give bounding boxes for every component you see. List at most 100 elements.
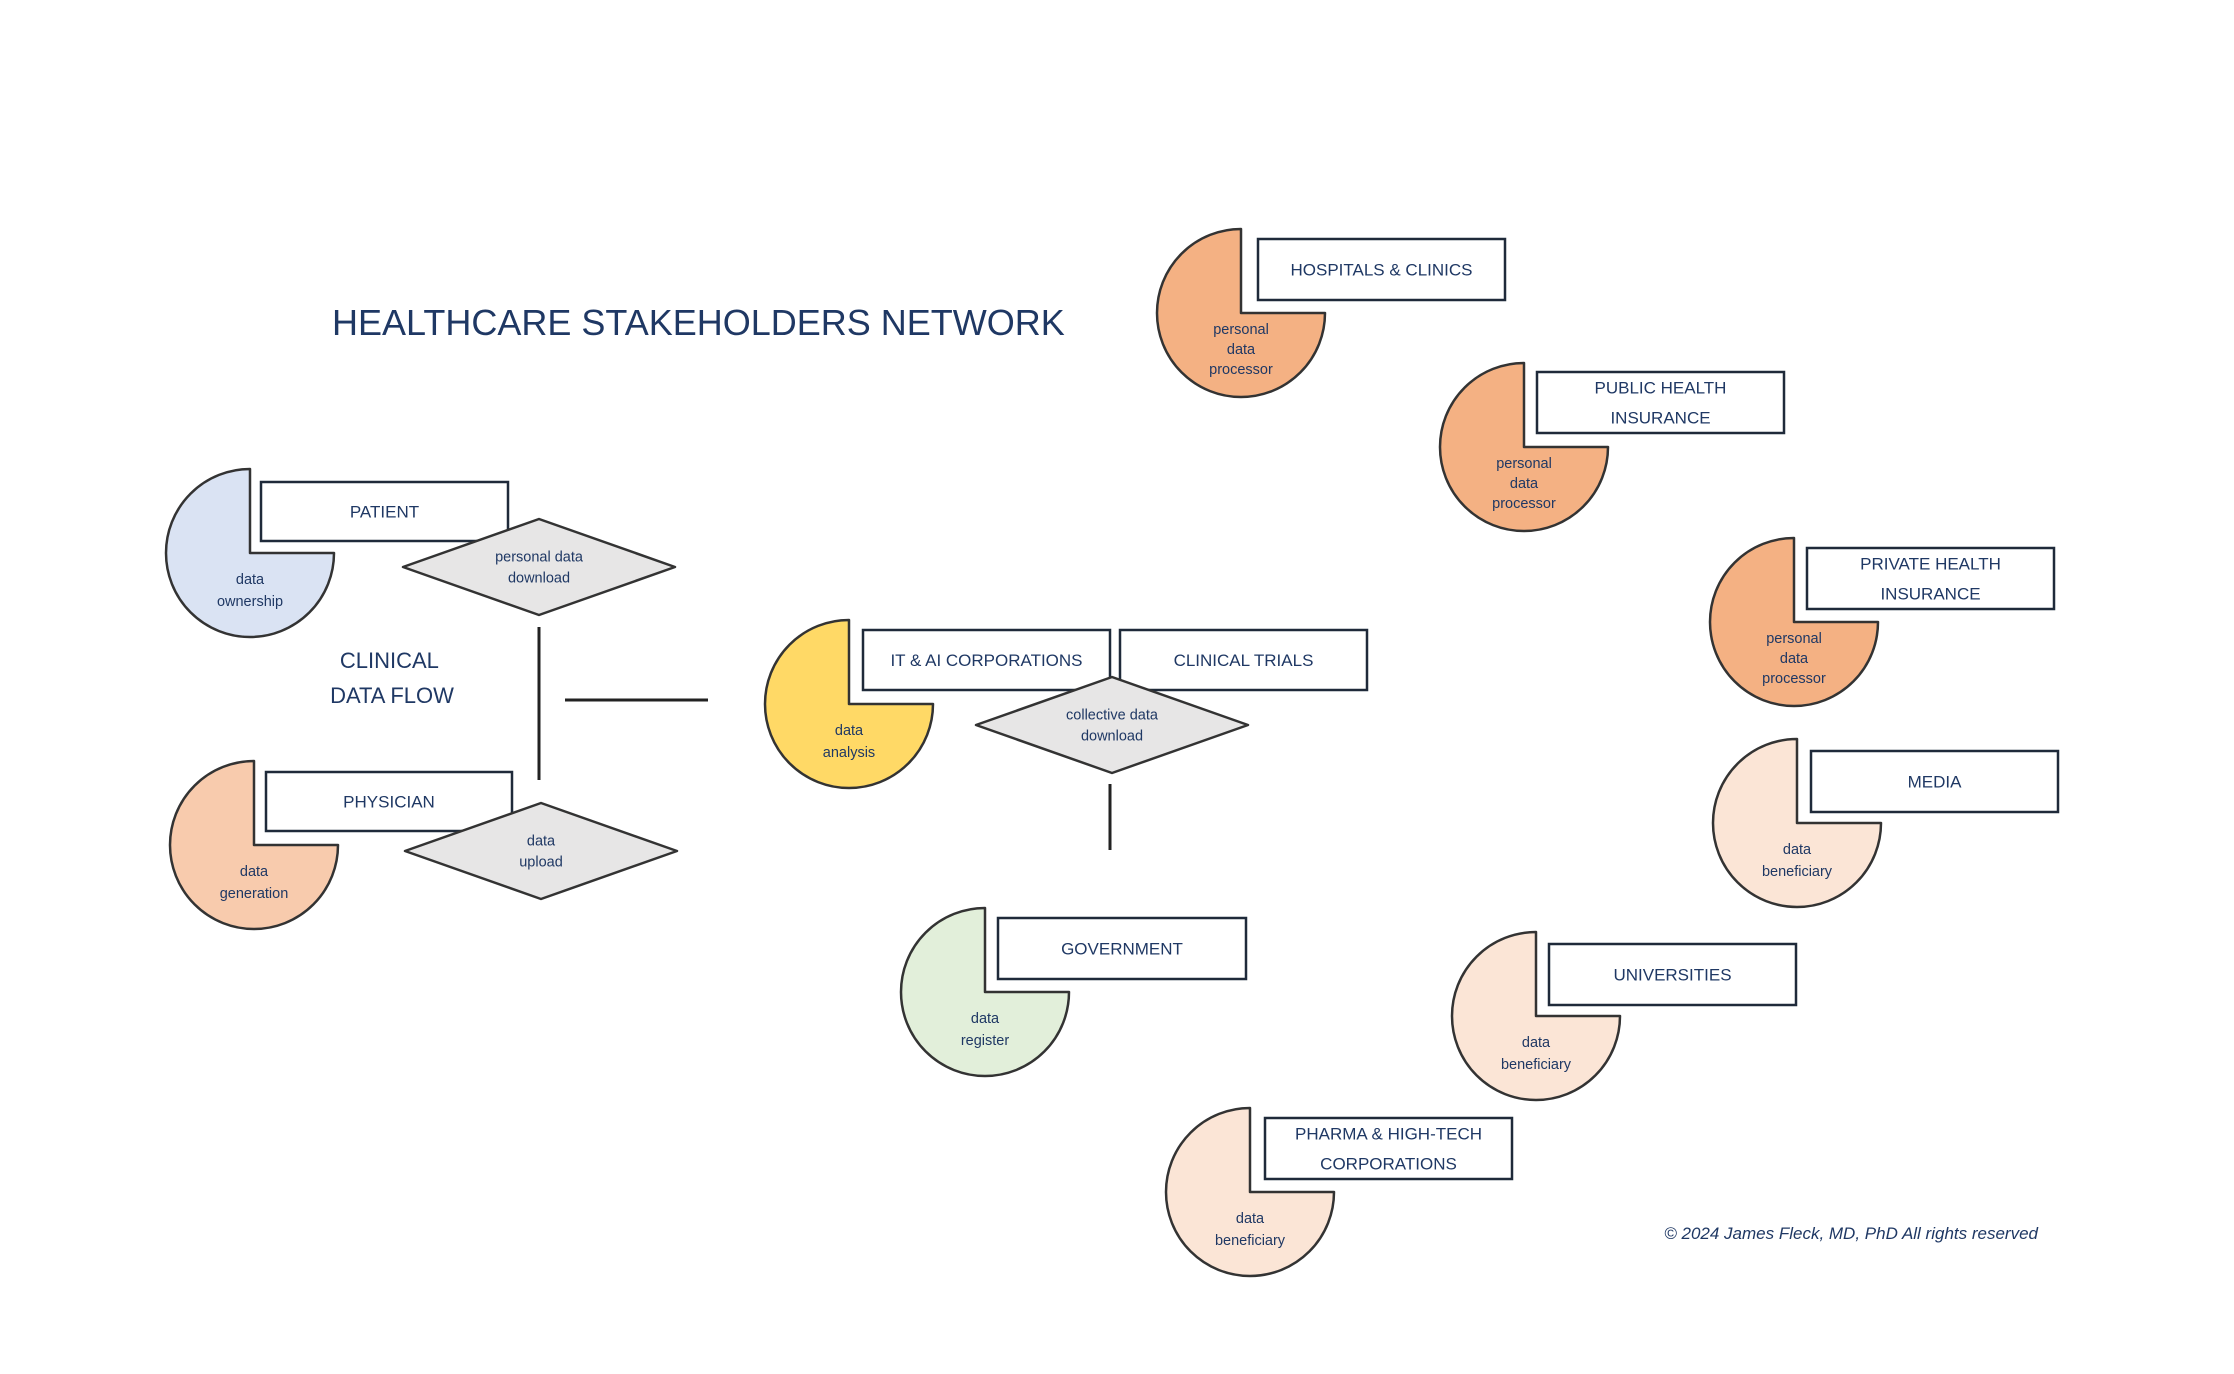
label-box-pharma: [1263, 1116, 1514, 1181]
wedge-hospitals: [1155, 227, 1327, 399]
label-public-insurance-line: INSURANCE: [1610, 408, 1710, 427]
role-patient: data ownership: [217, 572, 283, 610]
diamond-label-personal-download-line: personal data: [495, 550, 584, 566]
label-it-ai: IT & AI CORPORATIONS: [890, 651, 1082, 670]
label-universities: UNIVERSITIES: [1613, 965, 1731, 984]
label-media-line: MEDIA: [1908, 772, 1963, 791]
flow-diamonds: personal data download data upload collectiv…: [401, 517, 1250, 901]
role-media-line: data: [1783, 842, 1812, 858]
diamond-label-collective-download-line: download: [1081, 729, 1143, 745]
role-private-insurance-line: personal: [1766, 631, 1822, 647]
diamond-label-collective-download: collective data download: [1066, 708, 1159, 745]
clinical-data-flow-line-1: CLINICAL: [340, 648, 439, 673]
label-government-line: GOVERNMENT: [1061, 939, 1183, 958]
role-private-insurance-line: processor: [1762, 671, 1826, 687]
label-patient: PATIENT: [350, 502, 419, 521]
diamond-label-personal-download-line: download: [508, 571, 570, 587]
role-physician-line: data: [240, 864, 269, 880]
role-government-line: data: [971, 1011, 1000, 1027]
role-hospitals-line: personal: [1213, 322, 1269, 338]
wedge-patient: [164, 467, 336, 639]
stakeholder-patient: data ownership PATIENT: [164, 467, 510, 639]
stakeholder-clinical-trials: CLINICAL TRIALS: [1118, 628, 1369, 692]
label-patient-line: PATIENT: [350, 502, 419, 521]
wedge-it-ai: [763, 618, 935, 790]
diagram-title: HEALTHCARE STAKEHOLDERS NETWORK: [332, 302, 1065, 343]
diamond-label-personal-download: personal data download: [495, 550, 584, 587]
stakeholder-it-ai: data analysis IT & AI CORPORATIONS: [763, 618, 1112, 790]
label-pharma-line: CORPORATIONS: [1320, 1154, 1457, 1173]
diamond-data-upload: [403, 801, 679, 901]
stakeholder-physician: data generation PHYSICIAN: [168, 759, 514, 931]
clinical-data-flow-line-2: DATA FLOW: [330, 683, 454, 708]
wedge-private-insurance: [1708, 536, 1880, 708]
wedge-universities: [1450, 930, 1622, 1102]
diamond-label-data-upload-line: data: [527, 834, 556, 850]
label-box-it-ai: [861, 628, 1112, 692]
diamond-collective-download: [974, 675, 1250, 775]
label-public-insurance: PUBLIC HEALTH INSURANCE: [1595, 378, 1727, 427]
role-it-ai-line: analysis: [823, 745, 875, 761]
label-box-private-insurance: [1805, 546, 2056, 611]
label-hospitals-line: HOSPITALS & CLINICS: [1290, 260, 1472, 279]
label-box-hospitals: [1256, 237, 1507, 302]
label-private-insurance-line: INSURANCE: [1880, 584, 1980, 603]
role-private-insurance: personal data processor: [1762, 631, 1826, 687]
stakeholder-government: data register GOVERNMENT: [899, 906, 1248, 1078]
label-private-insurance-line: PRIVATE HEALTH: [1860, 554, 2001, 573]
clinical-data-flow-label: CLINICAL DATA FLOW: [330, 648, 454, 708]
role-universities-line: data: [1522, 1035, 1551, 1051]
label-clinical-trials-line: CLINICAL TRIALS: [1174, 651, 1314, 670]
role-physician-line: generation: [220, 886, 289, 902]
wedge-physician: [168, 759, 340, 931]
label-physician-line: PHYSICIAN: [343, 792, 435, 811]
label-box-physician: [264, 770, 514, 833]
stakeholder-nodes: data ownership PATIENT data generation PHYSIC…: [164, 227, 2060, 1278]
label-box-clinical-trials: [1118, 628, 1369, 692]
diamond-label-data-upload-line: upload: [519, 855, 563, 871]
role-it-ai-line: data: [835, 723, 864, 739]
stakeholder-media: data beneficiary MEDIA: [1711, 737, 2060, 909]
wedge-government: [899, 906, 1071, 1078]
label-box-government: [996, 916, 1248, 981]
label-box-media: [1809, 749, 2060, 814]
label-media: MEDIA: [1908, 772, 1963, 791]
role-government-line: register: [961, 1033, 1010, 1049]
role-pharma: data beneficiary: [1215, 1211, 1286, 1249]
label-public-insurance-line: PUBLIC HEALTH: [1595, 378, 1727, 397]
role-patient-line: data: [236, 572, 265, 588]
diamond-personal-download: [401, 517, 677, 617]
role-government: data register: [961, 1011, 1010, 1049]
role-media-line: beneficiary: [1762, 864, 1833, 880]
label-government: GOVERNMENT: [1061, 939, 1183, 958]
role-pharma-line: beneficiary: [1215, 1233, 1286, 1249]
flow-data-upload: data upload: [403, 801, 679, 901]
flow-collective-download: collective data download: [974, 675, 1250, 775]
label-physician: PHYSICIAN: [343, 792, 435, 811]
role-public-insurance-line: data: [1510, 476, 1539, 492]
label-hospitals: HOSPITALS & CLINICS: [1290, 260, 1472, 279]
label-private-insurance: PRIVATE HEALTH INSURANCE: [1860, 554, 2001, 603]
diamond-label-collective-download-line: collective data: [1066, 708, 1159, 724]
stakeholder-private-insurance: personal data processor PRIVATE HEALTH INSUR…: [1708, 536, 2056, 708]
label-clinical-trials: CLINICAL TRIALS: [1174, 651, 1314, 670]
role-private-insurance-line: data: [1780, 651, 1809, 667]
role-patient-line: ownership: [217, 594, 283, 610]
connector-lines: [537, 627, 1112, 850]
wedge-pharma: [1164, 1106, 1336, 1278]
flow-personal-download: personal data download: [401, 517, 677, 617]
role-hospitals-line: processor: [1209, 362, 1273, 378]
label-universities-line: UNIVERSITIES: [1613, 965, 1731, 984]
role-it-ai: data analysis: [823, 723, 875, 761]
role-pharma-line: data: [1236, 1211, 1265, 1227]
wedge-media: [1711, 737, 1883, 909]
role-public-insurance-line: personal: [1496, 456, 1552, 472]
